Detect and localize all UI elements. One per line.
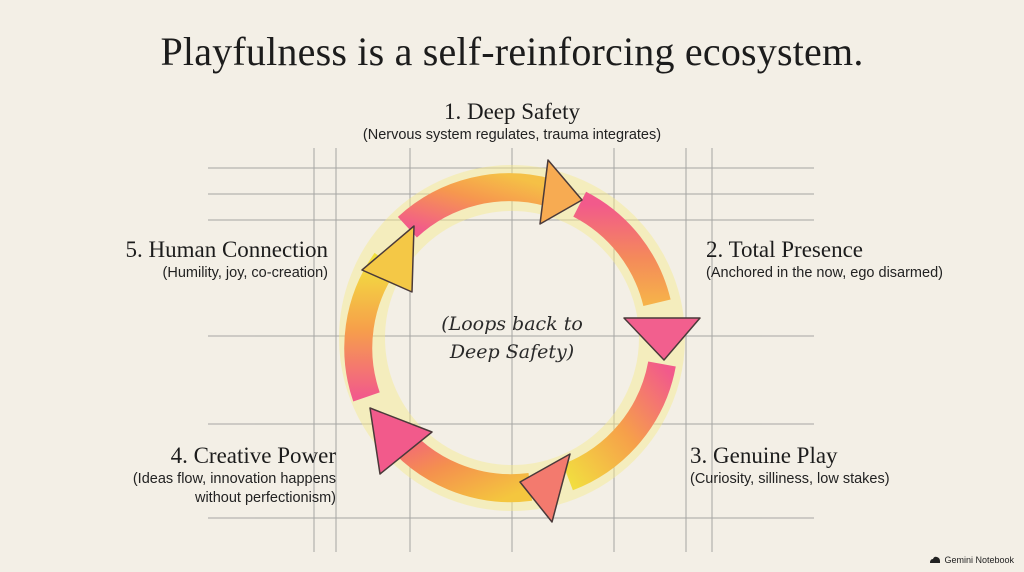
stage-name: 5. Human Connection (125, 237, 329, 262)
stage-name: 1. Deep Safety (443, 99, 581, 124)
arrowhead-5 (361, 225, 415, 293)
arrowhead-3 (519, 453, 571, 523)
brand-label: Gemini Notebook (944, 555, 1014, 565)
stage-description-line-1: (Ideas flow, innovation happens (132, 471, 336, 487)
stage-description: (Humility, joy, co-creation) (162, 265, 328, 281)
stage-name: 3. Genuine Play (690, 443, 838, 468)
stage-name: 4. Creative Power (170, 443, 336, 468)
arrowhead-1 (539, 159, 583, 225)
stage-description: (Anchored in the now, ego disarmed) (706, 265, 943, 281)
arrowhead-4 (369, 407, 433, 475)
stage-total-presence: 2. Total Presence (Anchored in the now, … (706, 236, 966, 283)
stage-genuine-play: 3. Genuine Play (Curiosity, silliness, l… (690, 442, 950, 489)
arrow-heads (361, 159, 701, 523)
arrowhead-2 (623, 317, 701, 361)
brand-mark: Gemini Notebook (929, 555, 1014, 565)
stage-name: 2. Total Presence (706, 237, 864, 262)
stage-description: (Nervous system regulates, trauma integr… (362, 127, 662, 143)
arrow-to-creative-power (562, 361, 676, 491)
stage-deep-safety: 1. Deep Safety (Nervous system regulates… (352, 98, 672, 145)
stage-description-line-2: without perfectionism) (194, 490, 336, 506)
loop-note: (Loops back to Deep Safety) (441, 313, 583, 363)
arrow-to-total-presence (397, 173, 555, 238)
cloud-icon (929, 556, 941, 564)
stage-human-connection: 5. Human Connection (Humility, joy, co-c… (70, 236, 329, 283)
diagram-title: Playfulness is a self-reinforcing ecosys… (160, 29, 864, 74)
stage-creative-power: 4. Creative Power (Ideas flow, innovatio… (90, 442, 336, 508)
arrow-to-genuine-play (572, 191, 671, 307)
stage-description: (Curiosity, silliness, low stakes) (690, 471, 890, 487)
